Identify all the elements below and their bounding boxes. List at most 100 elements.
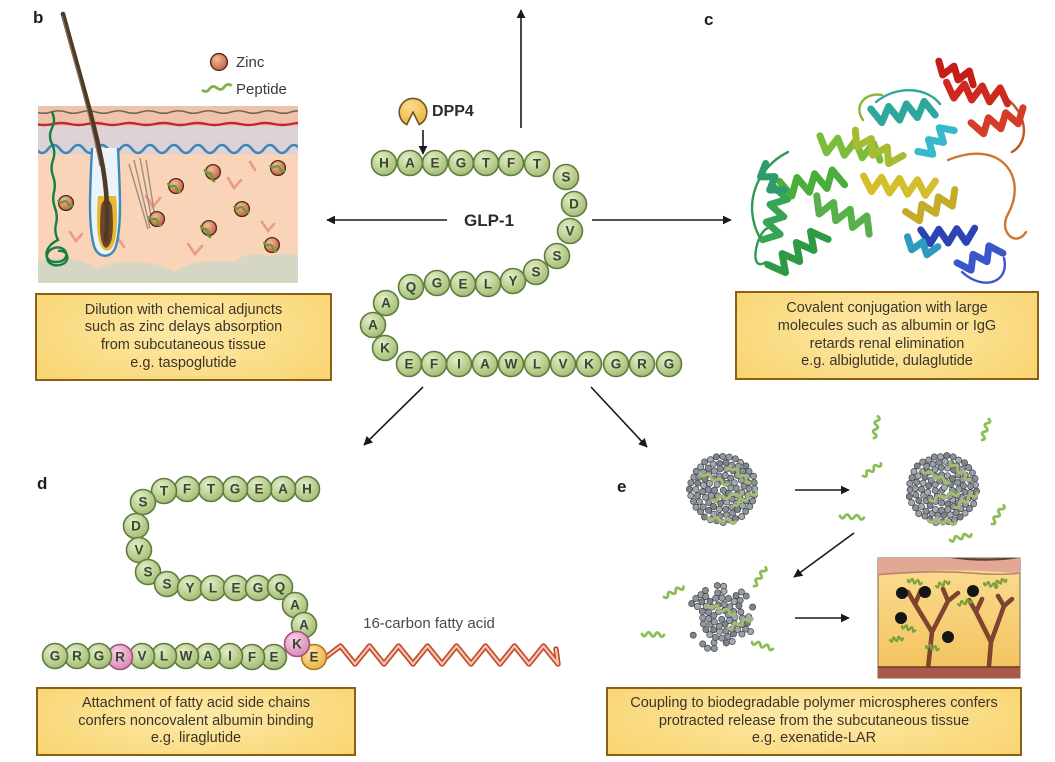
residue-bead: V [128,642,156,670]
residue-bead: Q [266,573,294,601]
svg-text:I: I [457,357,461,372]
svg-text:F: F [430,357,438,372]
residue-bead: A [359,311,387,339]
peptide-squiggle-icon [906,577,923,586]
arrow-down-left-icon [363,386,424,446]
svg-text:T: T [160,484,169,499]
peptide-squiggle-icon [706,515,738,525]
svg-text:E: E [404,357,413,372]
residue-bead: K [283,630,311,658]
svg-text:H: H [379,156,389,171]
zinc-particle-icon [209,52,229,72]
peptide-squiggle-icon [750,640,775,652]
microsphere-releasing [838,414,1006,543]
svg-text:L: L [533,357,541,372]
residue-bead: G [602,350,630,378]
svg-text:A: A [290,598,300,613]
svg-text:G: G [432,276,443,291]
panel-letter-e: e [617,477,627,496]
zinc-particles [56,159,287,254]
svg-text:Q: Q [275,580,286,595]
svg-text:Q: Q [406,280,417,295]
svg-text:V: V [137,649,146,664]
residue-bead: A [372,289,400,317]
svg-text:L: L [484,277,492,292]
svg-text:G: G [94,649,105,664]
peptide-squiggle-icon [728,464,752,485]
residue-bead: S [522,258,550,286]
panel-letter-d: d [37,474,48,493]
release-arrows [793,485,855,623]
peptide-squiggle-icon [928,491,961,503]
svg-text:G: G [611,357,622,372]
glp1-label: GLP-1 [463,211,515,230]
residue-bead: E [395,350,423,378]
residue-bead: S [129,488,157,516]
peptide-squiggle-icon [980,417,992,442]
residue-bead: V [556,217,584,245]
arrow-down-right-icon [590,386,648,448]
svg-text:G: G [664,357,675,372]
residue-bead: G [423,269,451,297]
residue-bead: W [497,350,525,378]
svg-text:L: L [209,581,217,596]
svg-text:S: S [531,265,540,280]
legend-label-zinc: Zinc [236,54,265,71]
svg-text:R: R [115,650,125,665]
svg-text:A: A [278,482,288,497]
zinc-particle-icon [232,200,251,218]
residue-bead: L [523,350,551,378]
peptide-squiggle-icon [838,513,866,521]
residue-bead: H [370,149,398,177]
peptide-strand [45,111,69,267]
dpp4-enzyme-icon [398,97,428,126]
fatty-acid-chain [323,643,561,667]
svg-text:G: G [50,649,61,664]
svg-text:A: A [480,357,490,372]
legend-icons [201,52,233,93]
zinc-particle-icon [203,163,222,183]
residue-bead: E [449,270,477,298]
peptide-squiggle-icon [934,579,951,589]
peptide-squiggle-icon [948,532,973,543]
residue-bead: S [153,570,181,598]
residue-bead: W [172,642,200,670]
svg-text:Y: Y [508,274,517,289]
residue-bead: T [523,150,551,178]
panel-letter-b: b [33,8,44,27]
peptide-squiggle-icon [926,517,958,527]
svg-text:S: S [561,170,570,185]
svg-text:K: K [292,637,302,652]
peptide-squiggle-icon [924,643,940,652]
svg-text:F: F [507,156,515,171]
svg-text:L: L [160,649,168,664]
svg-text:E: E [269,650,278,665]
svg-text:T: T [482,156,491,171]
svg-text:R: R [72,649,82,664]
svg-text:I: I [228,649,232,664]
svg-text:V: V [565,224,574,239]
peptide-squiggle-icon [710,492,743,503]
peptide-squiggle-icon [900,624,917,633]
residue-bead: T [197,475,225,503]
peptide-squiggle-icon [992,577,1008,587]
tissue-vessels [905,586,1015,678]
residue-bead: E [421,149,449,177]
peptide-squiggle-icon [726,616,754,631]
svg-text:A: A [299,618,309,633]
residue-bead: S [543,242,571,270]
svg-text:G: G [230,482,241,497]
zinc-particle-icon [262,236,281,254]
legend-label-peptide: Peptide [236,81,287,98]
microsphere-intact [685,453,759,526]
peptide-squiggle-icon [698,471,730,487]
svg-text:G: G [456,156,467,171]
svg-text:S: S [138,495,147,510]
hair-shaft [60,11,110,243]
microsphere-degrading [640,565,775,652]
